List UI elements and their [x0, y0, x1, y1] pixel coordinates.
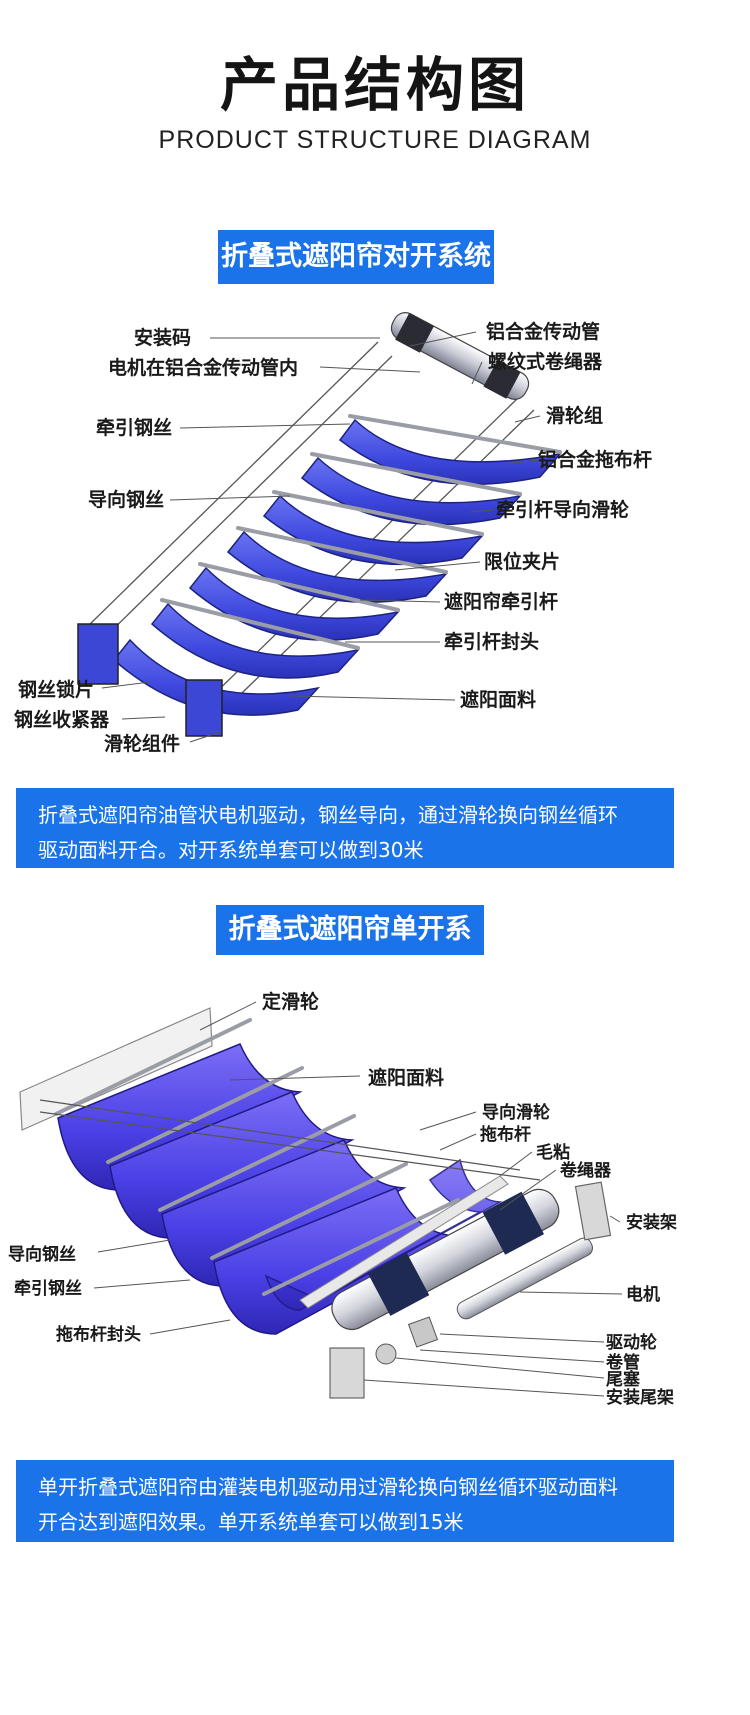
label-aluminum-drive-tube: 铝合金传动管 [486, 320, 600, 343]
drag-bars [160, 414, 562, 650]
label-guide-wire: 导向钢丝 [88, 488, 164, 511]
label-rope-winder: 卷绳器 [559, 1160, 612, 1181]
section1-description: 折叠式遮阳帘油管状电机驱动，钢丝导向，通过滑轮换向钢丝循环 驱动面料开合。对开系… [16, 788, 674, 868]
label-motor-in-tube: 电机在铝合金传动管内 [108, 356, 298, 379]
label-bar-end-cap: 牵引杆封头 [444, 630, 539, 653]
leader-lines [101, 331, 541, 743]
wall-panel [19, 1007, 213, 1131]
label-mount-bracket: 安装架 [626, 1212, 677, 1233]
label-brush-strip: 毛粘 [536, 1142, 570, 1163]
page-title: 产品结构图 [219, 51, 530, 119]
motor [456, 1237, 594, 1320]
single-leader-lines [93, 1001, 623, 1397]
label-tail-bracket: 安装尾架 [606, 1387, 674, 1408]
page-subtitle: PRODUCT STRUCTURE DIAGRAM [158, 126, 592, 154]
section2-description: 单开折叠式遮阳帘由灌装电机驱动用过滑轮换向钢丝循环驱动面料 开合达到遮阳效果。单… [16, 1460, 674, 1542]
label-shade-fabric-2: 遮阳面料 [368, 1066, 444, 1089]
single-drag-bars [54, 1018, 460, 1296]
single-opening-system-diagram: 定滑轮 遮阳面料 导向钢丝 牵引钢丝 拖布杆封头 导向滑轮 拖布杆 毛粘 卷绳器… [8, 990, 677, 1408]
brush-strip [299, 1175, 509, 1309]
label-limit-clip: 限位夹片 [484, 550, 560, 573]
label-mount-code: 安装码 [134, 326, 191, 349]
label-pulley-group: 滑轮组 [546, 404, 603, 427]
section2-right-labels: 导向滑轮 拖布杆 毛粘 卷绳器 安装架 电机 驱动轮 卷管 尾塞 安装尾架 [480, 1102, 677, 1408]
label-drag-bar-guide-pulley: 牵引杆导向滑轮 [496, 498, 629, 521]
section2-top-labels: 定滑轮 遮阳面料 [262, 990, 444, 1089]
label-guide-pulley: 导向滑轮 [482, 1102, 550, 1123]
label-aluminum-drag-bar: 铝合金拖布杆 [538, 448, 652, 471]
label-traction-wire-2: 牵引钢丝 [14, 1278, 82, 1299]
mount-bracket [574, 1181, 612, 1241]
drive-wheel [407, 1316, 439, 1348]
label-drag-bar: 拖布杆 [480, 1124, 531, 1145]
tail-bracket [329, 1347, 365, 1399]
section1-heading: 折叠式遮阳帘对开系统 [218, 230, 494, 284]
label-shade-traction-bar: 遮阳帘牵引杆 [444, 590, 558, 613]
section2-heading: 折叠式遮阳帘单开系统 [216, 905, 484, 995]
label-roller-tube: 卷管 [605, 1352, 640, 1373]
tail-plug [375, 1343, 397, 1365]
label-tail-plug: 尾塞 [606, 1369, 641, 1390]
end-plates [77, 623, 223, 737]
section1-left-labels: 安装码 电机在铝合金传动管内 牵引钢丝 导向钢丝 钢丝锁片 钢丝收紧器 滑轮组件 [14, 326, 298, 755]
label-spiral-rope-winder: 螺纹式卷绳器 [488, 350, 603, 373]
roller-tube [331, 1188, 560, 1331]
label-traction-wire: 牵引钢丝 [96, 416, 172, 439]
section2-left-labels: 导向钢丝 牵引钢丝 拖布杆封头 [8, 1244, 141, 1345]
label-fixed-pulley: 定滑轮 [262, 990, 319, 1013]
label-drag-bar-end-cap: 拖布杆封头 [56, 1324, 141, 1345]
double-opening-system-diagram: 安装码 电机在铝合金传动管内 牵引钢丝 导向钢丝 钢丝锁片 钢丝收紧器 滑轮组件… [14, 312, 652, 755]
label-wire-tensioner: 钢丝收紧器 [14, 708, 110, 731]
label-shade-fabric: 遮阳面料 [460, 688, 536, 711]
section1-right-labels: 铝合金传动管 螺纹式卷绳器 滑轮组 铝合金拖布杆 牵引杆导向滑轮 限位夹片 遮阳… [444, 320, 652, 711]
label-wire-lock: 钢丝锁片 [18, 678, 94, 701]
label-guide-wire-2: 导向钢丝 [8, 1244, 76, 1265]
single-wires [39, 1099, 541, 1181]
label-motor: 电机 [626, 1284, 660, 1305]
label-drive-wheel: 驱动轮 [606, 1332, 657, 1353]
label-pulley-assembly: 滑轮组件 [104, 732, 180, 755]
